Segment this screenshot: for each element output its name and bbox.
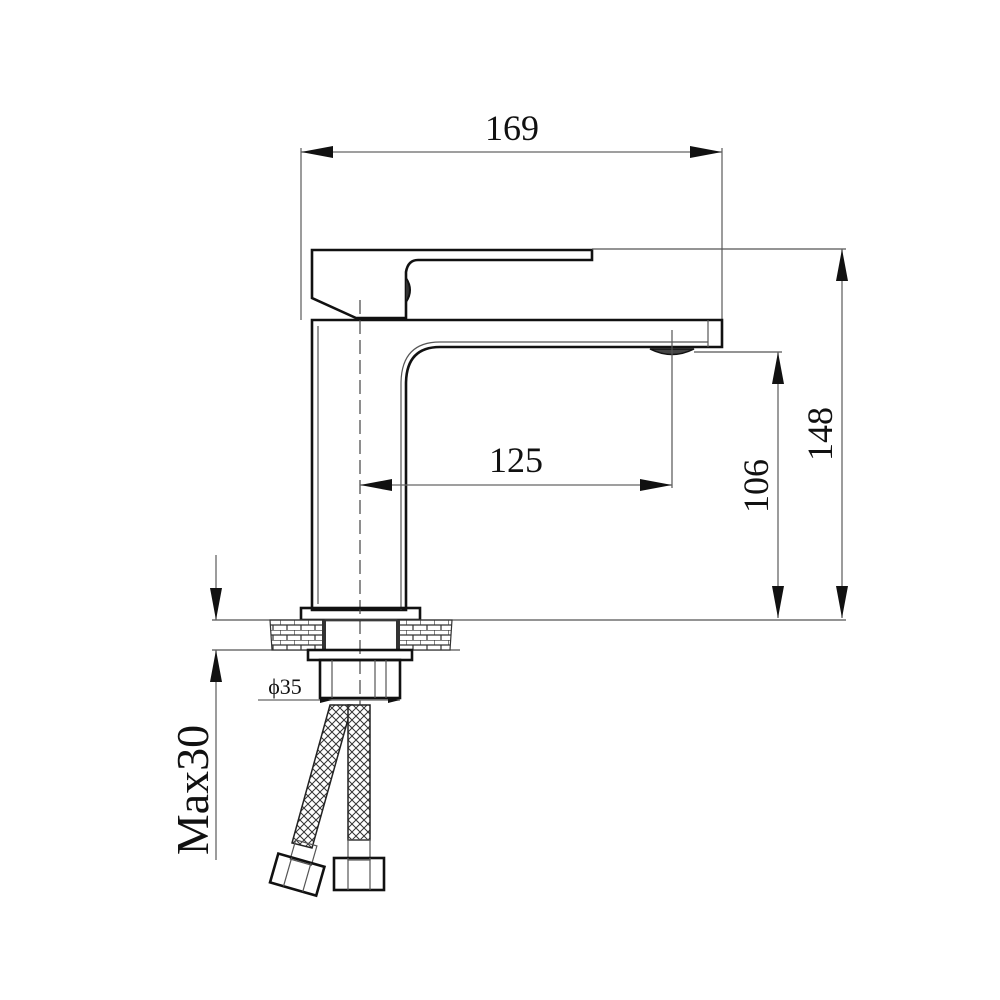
dimension-spout-reach: 125: [360, 440, 672, 491]
mounting-shank: [306, 648, 414, 700]
aerator: [649, 348, 782, 356]
dimension-base-diameter: ϕ35: [258, 674, 400, 703]
dimension-overall-length: 169: [300, 108, 723, 320]
lever-handle: [310, 248, 846, 320]
label-106: 106: [736, 459, 776, 513]
dimension-overall-height: 148: [800, 249, 848, 618]
flexible-hoses: [291, 704, 371, 849]
countertop-section: [212, 619, 846, 651]
label-169: 169: [485, 108, 539, 148]
dimension-max-deck-thickness: Max30: [167, 555, 222, 860]
label-diameter-35: ϕ35: [268, 674, 302, 699]
tap-body: [310, 318, 724, 612]
dimension-outlet-height: 106: [736, 352, 784, 618]
hose-nuts: [268, 839, 386, 898]
label-max30: Max30: [167, 725, 218, 855]
label-148: 148: [800, 407, 840, 461]
label-125: 125: [489, 440, 543, 480]
